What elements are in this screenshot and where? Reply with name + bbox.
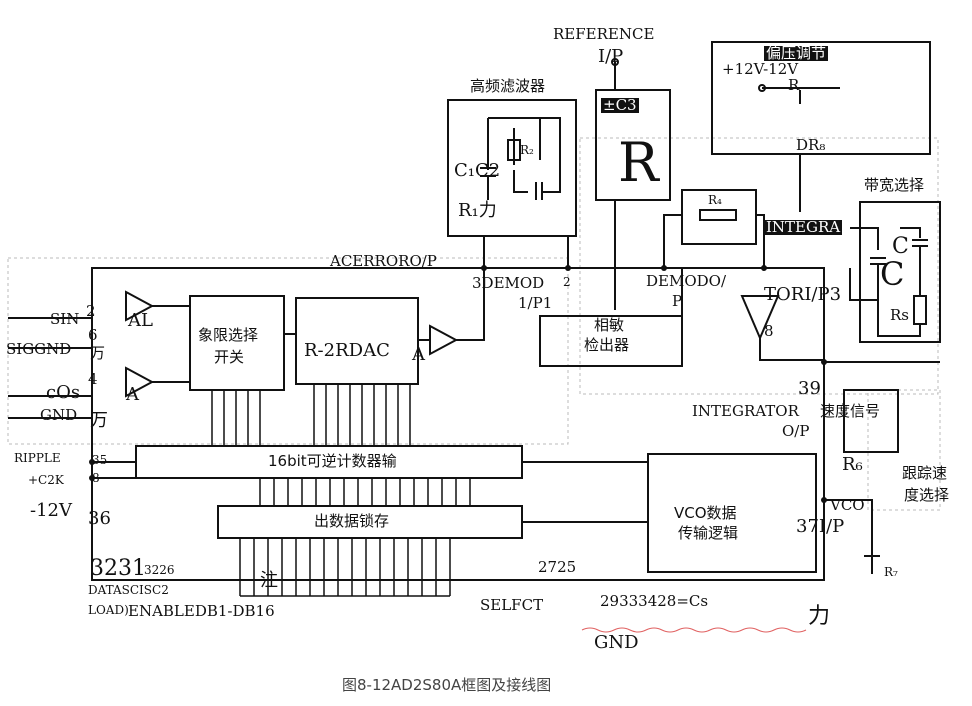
track-select-label-1: 跟踪速 [902, 464, 948, 482]
big-r-label: R [618, 131, 659, 194]
li-label: 力 [808, 604, 831, 629]
wan1-label: 万 [90, 344, 106, 362]
ripple-pin-label: 35 [92, 453, 108, 467]
latch-label: 出数据锁存 [314, 512, 390, 530]
bias-r-label: R [788, 76, 800, 94]
r4-label: R₄ [708, 193, 722, 207]
counter-label: 16bit可逆计数器输 [268, 452, 397, 470]
phase-detector-box [539, 315, 683, 367]
al-label: AL [128, 310, 153, 331]
bw-box [859, 201, 941, 343]
hf-filter-label: 高频滤波器 [470, 77, 546, 95]
ripple-label: RIPPLE [14, 451, 61, 465]
bw-c1-label: C [892, 234, 909, 259]
reference-box [595, 89, 671, 201]
sin-pin-label: 2 [86, 302, 96, 320]
demodo-p-label: P [672, 292, 683, 310]
dac-a-label: A [412, 344, 425, 365]
dr-label: DR₈ [796, 136, 826, 154]
vco-data-label-2: 传输逻辑 [678, 524, 739, 542]
p1-label: 1/P1 [518, 294, 553, 312]
demod3-label: 3DEMOD [472, 274, 545, 292]
c2k-pin-label: 8 [92, 471, 100, 485]
zhu-label: 注 [260, 570, 278, 591]
sin-label: SIN [50, 310, 80, 328]
r1-label: R₁力 [458, 200, 497, 221]
sig-pin-label: 6 [88, 326, 98, 344]
pin39-label: 39 [798, 378, 821, 399]
minus12-label: -12V [30, 500, 72, 521]
bw-select-label: 带宽选择 [864, 176, 925, 194]
a-label: A [126, 384, 139, 405]
r2-label: R₂ [520, 143, 534, 157]
r6-label: R₆ [842, 454, 863, 475]
quad-switch-label-2: 开关 [214, 348, 245, 366]
dac-label: R-2RDAC [304, 340, 390, 361]
bias-adjust-label: 偏压调节 [764, 44, 829, 62]
pins-bottom-label: 29333428=Cs [600, 592, 709, 610]
op-label: O/P [782, 422, 810, 440]
bw-c2-label: C [880, 255, 905, 293]
reference-label: REFERENCE [553, 25, 655, 43]
vco-label: VCO [830, 496, 865, 514]
load-label: LOAD) [88, 603, 129, 617]
cos-label: cOs [46, 382, 81, 403]
siggnd-label: SIGGND [6, 340, 72, 358]
figure-caption: 图8-12AD2S80A框图及接线图 [342, 676, 552, 694]
r7-label: R₇ [884, 565, 898, 579]
hf-filter-box [447, 99, 577, 237]
integra-label: INTEGRA [764, 218, 843, 236]
enable-label: ENABLEDB1-DB16 [128, 602, 275, 620]
reference-ip-label: I/P [598, 46, 624, 67]
c1c2-label: C₁C2 [454, 160, 501, 181]
datasc-label: DATASCISC2 [88, 583, 169, 597]
integrator-label: INTEGRATOR [692, 402, 799, 420]
quad-switch-label-1: 象限选择 [198, 326, 259, 344]
pins-3231-label: 3231 [90, 556, 146, 581]
acerror-label: ACERRORO/P [330, 252, 437, 270]
track-select-label-2: 度选择 [904, 486, 950, 504]
dashed-regions [7, 137, 941, 511]
gnd-bottom-label: GND [594, 632, 639, 653]
pin37-label: 37I/P [796, 516, 845, 537]
pin36-label: 36 [88, 508, 111, 529]
phase-detector-label-2: 检出器 [584, 336, 630, 354]
demodo-label: DEMODO/ [646, 272, 727, 290]
pm-c3-label: ±C3 [601, 96, 639, 114]
tori-8-label: 8 [764, 322, 774, 340]
speed-signal-label: 速度信号 [820, 402, 881, 420]
pins-3226-label: 3226 [144, 563, 175, 577]
phase-detector-label-1: 相敏 [594, 316, 625, 334]
bias-box [711, 41, 931, 155]
quadrant-switch-box [189, 295, 285, 391]
tori-label: TORI/P3 [764, 284, 842, 305]
gnd-left-label: GND [40, 406, 78, 424]
vco-data-label-1: VCO数据 [674, 504, 737, 522]
c2k-label: +C2K [28, 473, 64, 487]
vco-logic-box [647, 453, 817, 573]
cos-pin-label: 4 [88, 370, 98, 388]
wan2-label: 万 [90, 410, 108, 431]
selfct-label: SELFCT [480, 596, 544, 614]
bias-voltage-label: +12V-12V [722, 60, 799, 78]
r4-box [681, 189, 757, 245]
pin2-label: 2 [563, 275, 571, 289]
pins-2725-label: 2725 [538, 558, 577, 576]
rs-label: Rs [890, 306, 909, 324]
